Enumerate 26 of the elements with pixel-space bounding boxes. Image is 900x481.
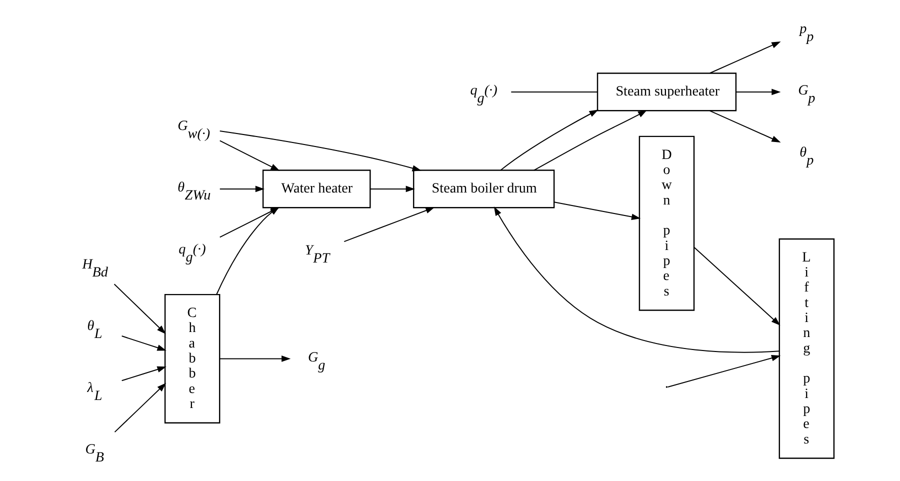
arrow [219, 130, 421, 172]
node-box: Chabber [164, 294, 220, 424]
arrow [370, 186, 414, 192]
arrow [736, 88, 780, 96]
arrow [709, 110, 780, 142]
node-box: Steam boiler drum [412, 170, 554, 208]
arrow [533, 110, 647, 171]
node-box: Water heater [262, 170, 370, 208]
arrow [219, 356, 290, 362]
arrow [500, 110, 598, 171]
arrow [219, 140, 280, 171]
arrow [121, 336, 166, 351]
arrow [694, 247, 780, 326]
node-box: Steam superheater [596, 72, 736, 112]
arrow [667, 354, 780, 388]
node-box: Down pipes [638, 136, 694, 311]
arrow [121, 366, 166, 382]
arrow [113, 284, 166, 334]
arrow [219, 186, 264, 192]
arrow [344, 207, 434, 242]
connector [510, 91, 597, 92]
arrow [709, 41, 780, 74]
arrow [493, 206, 779, 353]
arrow [554, 202, 640, 220]
arrow [114, 382, 166, 432]
node-box: Lifting pipes [778, 238, 834, 459]
